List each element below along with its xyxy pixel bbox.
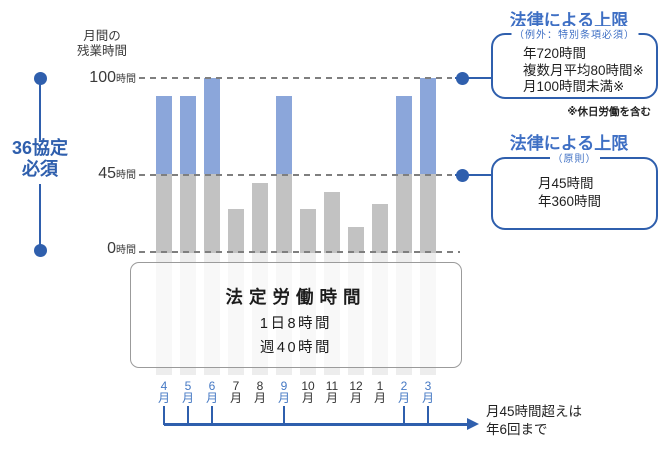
y-tick-100-unit: 時間 (116, 74, 136, 85)
y-tick-100-number: 100 (89, 69, 116, 86)
bar-under-45 (372, 204, 388, 253)
bar-under-45 (156, 174, 172, 253)
holiday-work-footnote: ※休日労働を含む (567, 106, 651, 118)
bracket-line-lower (38, 184, 41, 245)
callout-principle-subtitle: （原則） (549, 150, 600, 165)
callout-exception-line2: 複数月平均80時間※ (523, 62, 644, 78)
bar-over-45 (156, 95, 172, 175)
callout-principle-box: （原則） 月45時間 年360時間 (491, 150, 658, 230)
bar-under-45 (396, 174, 412, 253)
bar-under-45 (300, 209, 316, 253)
callout-exception-subtitle: （例外：特別条項必須） (511, 26, 638, 41)
timeline-axis-line (164, 423, 470, 426)
y-axis-title: 月間の 残業時間 (70, 29, 134, 59)
callout-principle-line1: 月45時間 (538, 176, 594, 191)
y-tick-100: 100時間 (58, 69, 136, 87)
bar-under-45 (324, 191, 340, 253)
agreement-required-line2: 必須 (22, 159, 58, 179)
statutory-hours-box: 法定労働時間 1日8時間 週40時間 (130, 262, 462, 368)
y-tick-0: 0時間 (58, 240, 136, 258)
bar-over-45 (180, 95, 196, 175)
y-axis-title-line2: 残業時間 (76, 44, 127, 58)
timeline-tick (282, 406, 286, 425)
bar-under-45 (204, 174, 220, 253)
bracket-dot-bottom-icon (33, 243, 47, 257)
callout-exception-line1: 年720時間 (523, 46, 587, 61)
statutory-hours-daily: 1日8時間 (259, 316, 333, 332)
guide-line-100h (139, 77, 452, 79)
timeline-tick (426, 406, 430, 425)
connector-dot-exception-icon (455, 71, 469, 85)
timeline-tick (402, 406, 406, 425)
bracket-dot-top-icon (33, 71, 47, 85)
bar-over-45 (204, 78, 220, 175)
callout-exception-box: （例外：特別条項必須） 年720時間 複数月平均80時間※ 月100時間未満※ (491, 26, 658, 99)
callout-exception-line3: 月100時間未満※ (523, 79, 625, 94)
timeline-tick (162, 406, 166, 425)
agreement-required-line1: 36協定 (11, 138, 69, 158)
bar-under-45 (348, 226, 364, 253)
bar-over-45 (420, 78, 436, 175)
bar-under-45 (420, 174, 436, 253)
agreement-required-label: 36協定 必須 (2, 138, 78, 180)
y-axis-title-line1: 月間の (83, 29, 121, 43)
timeline-tick (186, 406, 190, 425)
timeline-tick (210, 406, 214, 425)
bar-under-45 (228, 209, 244, 253)
callout-principle-line2: 年360時間 (538, 193, 602, 209)
bar-under-45 (276, 174, 292, 253)
y-tick-0-unit: 時間 (116, 245, 136, 256)
y-tick-45: 45時間 (58, 165, 136, 183)
guide-line-45h (139, 174, 452, 176)
bar-under-45 (180, 174, 196, 253)
y-tick-45-unit: 時間 (116, 170, 136, 181)
connector-dot-principle-icon (455, 168, 469, 182)
guide-line-0h (139, 251, 460, 253)
timeline-note-line2: 年6回まで (486, 422, 548, 437)
y-tick-0-number: 0 (107, 240, 116, 257)
connector-line-principle (455, 173, 492, 177)
bar-over-45 (276, 95, 292, 175)
statutory-hours-title: 法定労働時間 (225, 287, 367, 307)
y-tick-45-number: 45 (98, 165, 116, 182)
timeline-note: 月45時間超えは 年6回まで (486, 403, 582, 439)
timeline-note-line1: 月45時間超えは (486, 404, 583, 419)
callout-exception-title: 法律による上限 (509, 11, 629, 30)
connector-line-exception (455, 76, 492, 80)
bracket-line-upper (38, 84, 41, 140)
callout-principle-title: 法律による上限 (509, 134, 629, 153)
statutory-hours-weekly: 週40時間 (259, 340, 333, 356)
bar-under-45 (252, 183, 268, 253)
arrow-right-icon (467, 418, 479, 430)
bar-over-45 (396, 95, 412, 175)
